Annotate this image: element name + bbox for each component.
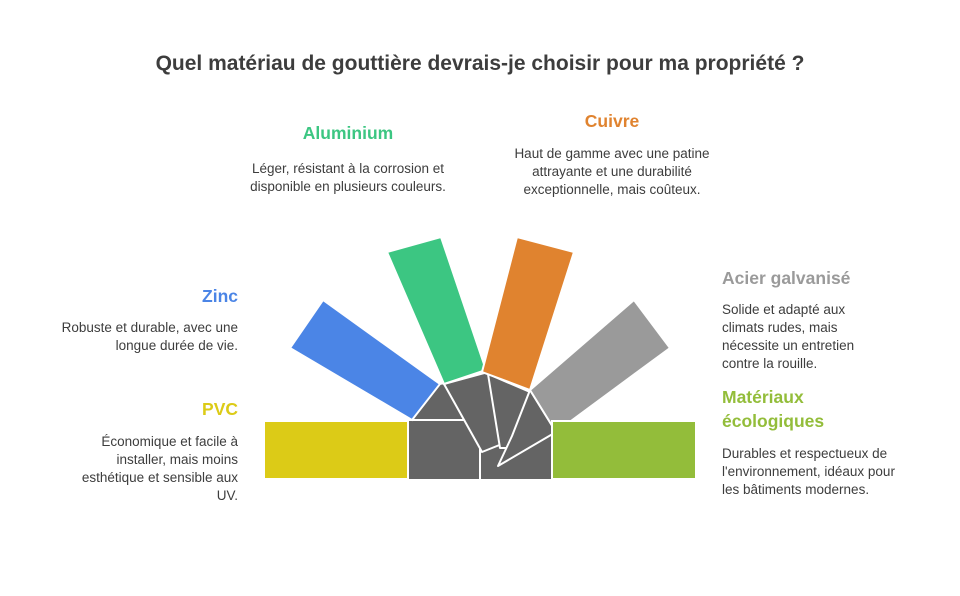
label-acier: Acier galvanisé xyxy=(722,268,851,288)
desc-zinc: Robuste et durable, avec une longue duré… xyxy=(61,320,238,353)
page-title: Quel matériau de gouttière devrais-je ch… xyxy=(155,52,805,75)
bar-pvc xyxy=(263,420,409,480)
desc-pvc: Économique et facile à installer, mais m… xyxy=(81,434,238,503)
diagram-hub xyxy=(407,371,557,481)
bar-eco xyxy=(551,420,697,480)
desc-cuivre: Haut de gamme avec une patine attrayante… xyxy=(514,146,710,197)
bar-zinc xyxy=(288,298,442,422)
label-pvc: PVC xyxy=(202,399,238,419)
desc-eco: Durables et respectueux de l'environneme… xyxy=(722,446,895,497)
label-eco: Matériaux écologiques xyxy=(722,387,825,431)
label-cuivre: Cuivre xyxy=(584,111,640,131)
desc-aluminium: Léger, résistant à la corrosion et dispo… xyxy=(250,161,446,194)
desc-acier: Solide et adapté aux climats rudes, mais… xyxy=(722,302,855,371)
label-zinc: Zinc xyxy=(202,286,238,306)
label-aluminium: Aluminium xyxy=(302,123,394,143)
